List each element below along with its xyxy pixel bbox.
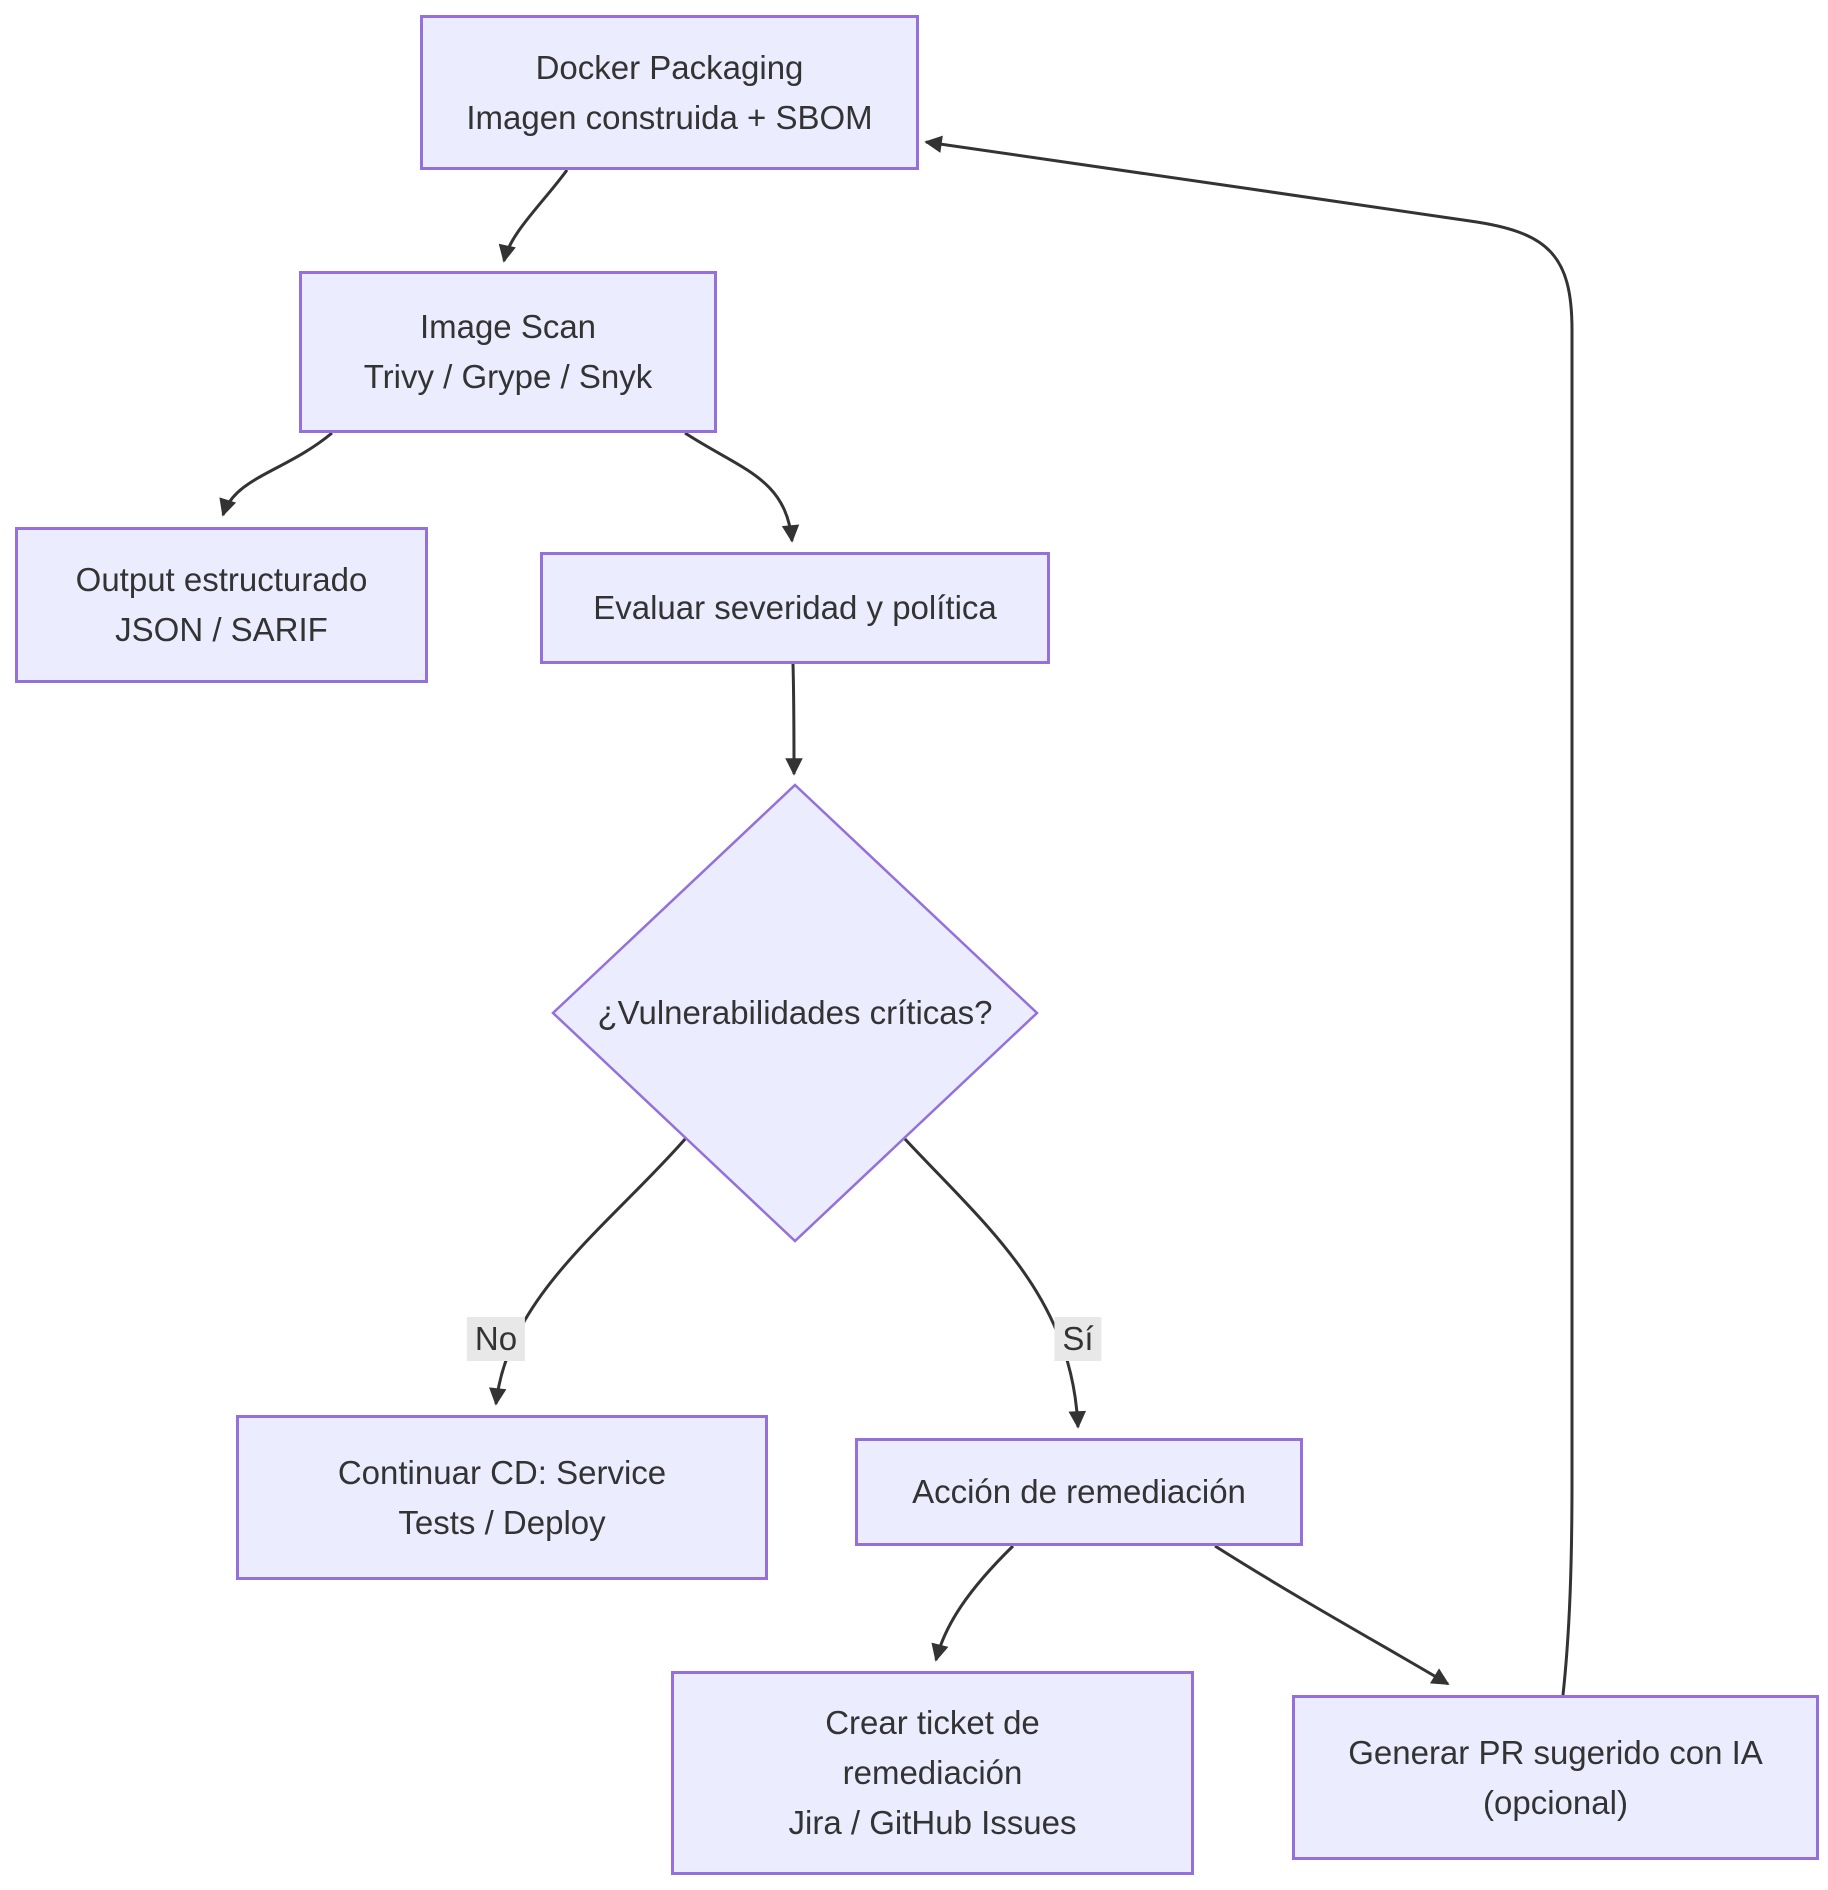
node-image-scan-line2: Trivy / Grype / Snyk [363, 358, 653, 395]
node-structured-output: Output estructurado JSON / SARIF [15, 527, 428, 683]
edge-label-no: No [466, 1317, 526, 1361]
edge-decision-si-to-remediation [902, 1136, 1087, 1429]
edge-scan-to-output [219, 431, 333, 517]
node-evaluate-policy-line1: Evaluar severidad y política [593, 589, 997, 626]
edge-docker-to-scan [498, 169, 569, 263]
edge-scan-to-evaluate [684, 431, 800, 543]
edge-decision-no-to-continue [489, 1137, 688, 1406]
node-create-ticket-line1: Crear ticket de [825, 1704, 1040, 1741]
node-create-ticket-line3: Jira / GitHub Issues [788, 1804, 1077, 1841]
decision-critical-vulnerabilities-shape [551, 783, 1039, 1243]
node-create-ticket: Crear ticket de remediación Jira / GitHu… [671, 1671, 1194, 1875]
node-image-scan: Image Scan Trivy / Grype / Snyk [299, 271, 717, 433]
node-generate-pr-line1: Generar PR sugerido con IA [1348, 1733, 1763, 1771]
node-generate-pr-line2: (opcional) [1483, 1783, 1628, 1821]
edge-label-si: Sí [1054, 1317, 1102, 1361]
node-docker-packaging-line2: Imagen construida + SBOM [466, 98, 873, 136]
node-structured-output-line2: JSON / SARIF [115, 611, 328, 648]
edge-remediation-to-ticket [931, 1544, 1015, 1662]
edge-evaluate-to-decision [785, 663, 803, 776]
node-evaluate-policy: Evaluar severidad y política [540, 552, 1050, 664]
node-generate-pr: Generar PR sugerido con IA (opcional) [1292, 1695, 1819, 1860]
node-docker-packaging: Docker Packaging Imagen construida + SBO… [420, 15, 919, 170]
node-remediation-action: Acción de remediación [855, 1438, 1303, 1546]
edge-remediation-to-pr [1214, 1544, 1450, 1686]
node-continue-cd-line1: Continuar CD: Service [337, 1453, 667, 1491]
node-docker-packaging-line1: Docker Packaging [535, 48, 804, 86]
node-continue-cd-line2: Tests / Deploy [398, 1503, 606, 1541]
decision-critical-vulnerabilities-label: ¿Vulnerabilidades críticas? [597, 994, 993, 1031]
edge-pr-loop-to-docker [924, 135, 1574, 1696]
node-create-ticket-line2: remediación [842, 1754, 1023, 1791]
node-structured-output-line1: Output estructurado [75, 561, 368, 598]
node-image-scan-line1: Image Scan [419, 308, 597, 345]
node-continue-cd: Continuar CD: Service Tests / Deploy [236, 1415, 768, 1580]
node-remediation-action-line1: Acción de remediación [912, 1473, 1246, 1510]
